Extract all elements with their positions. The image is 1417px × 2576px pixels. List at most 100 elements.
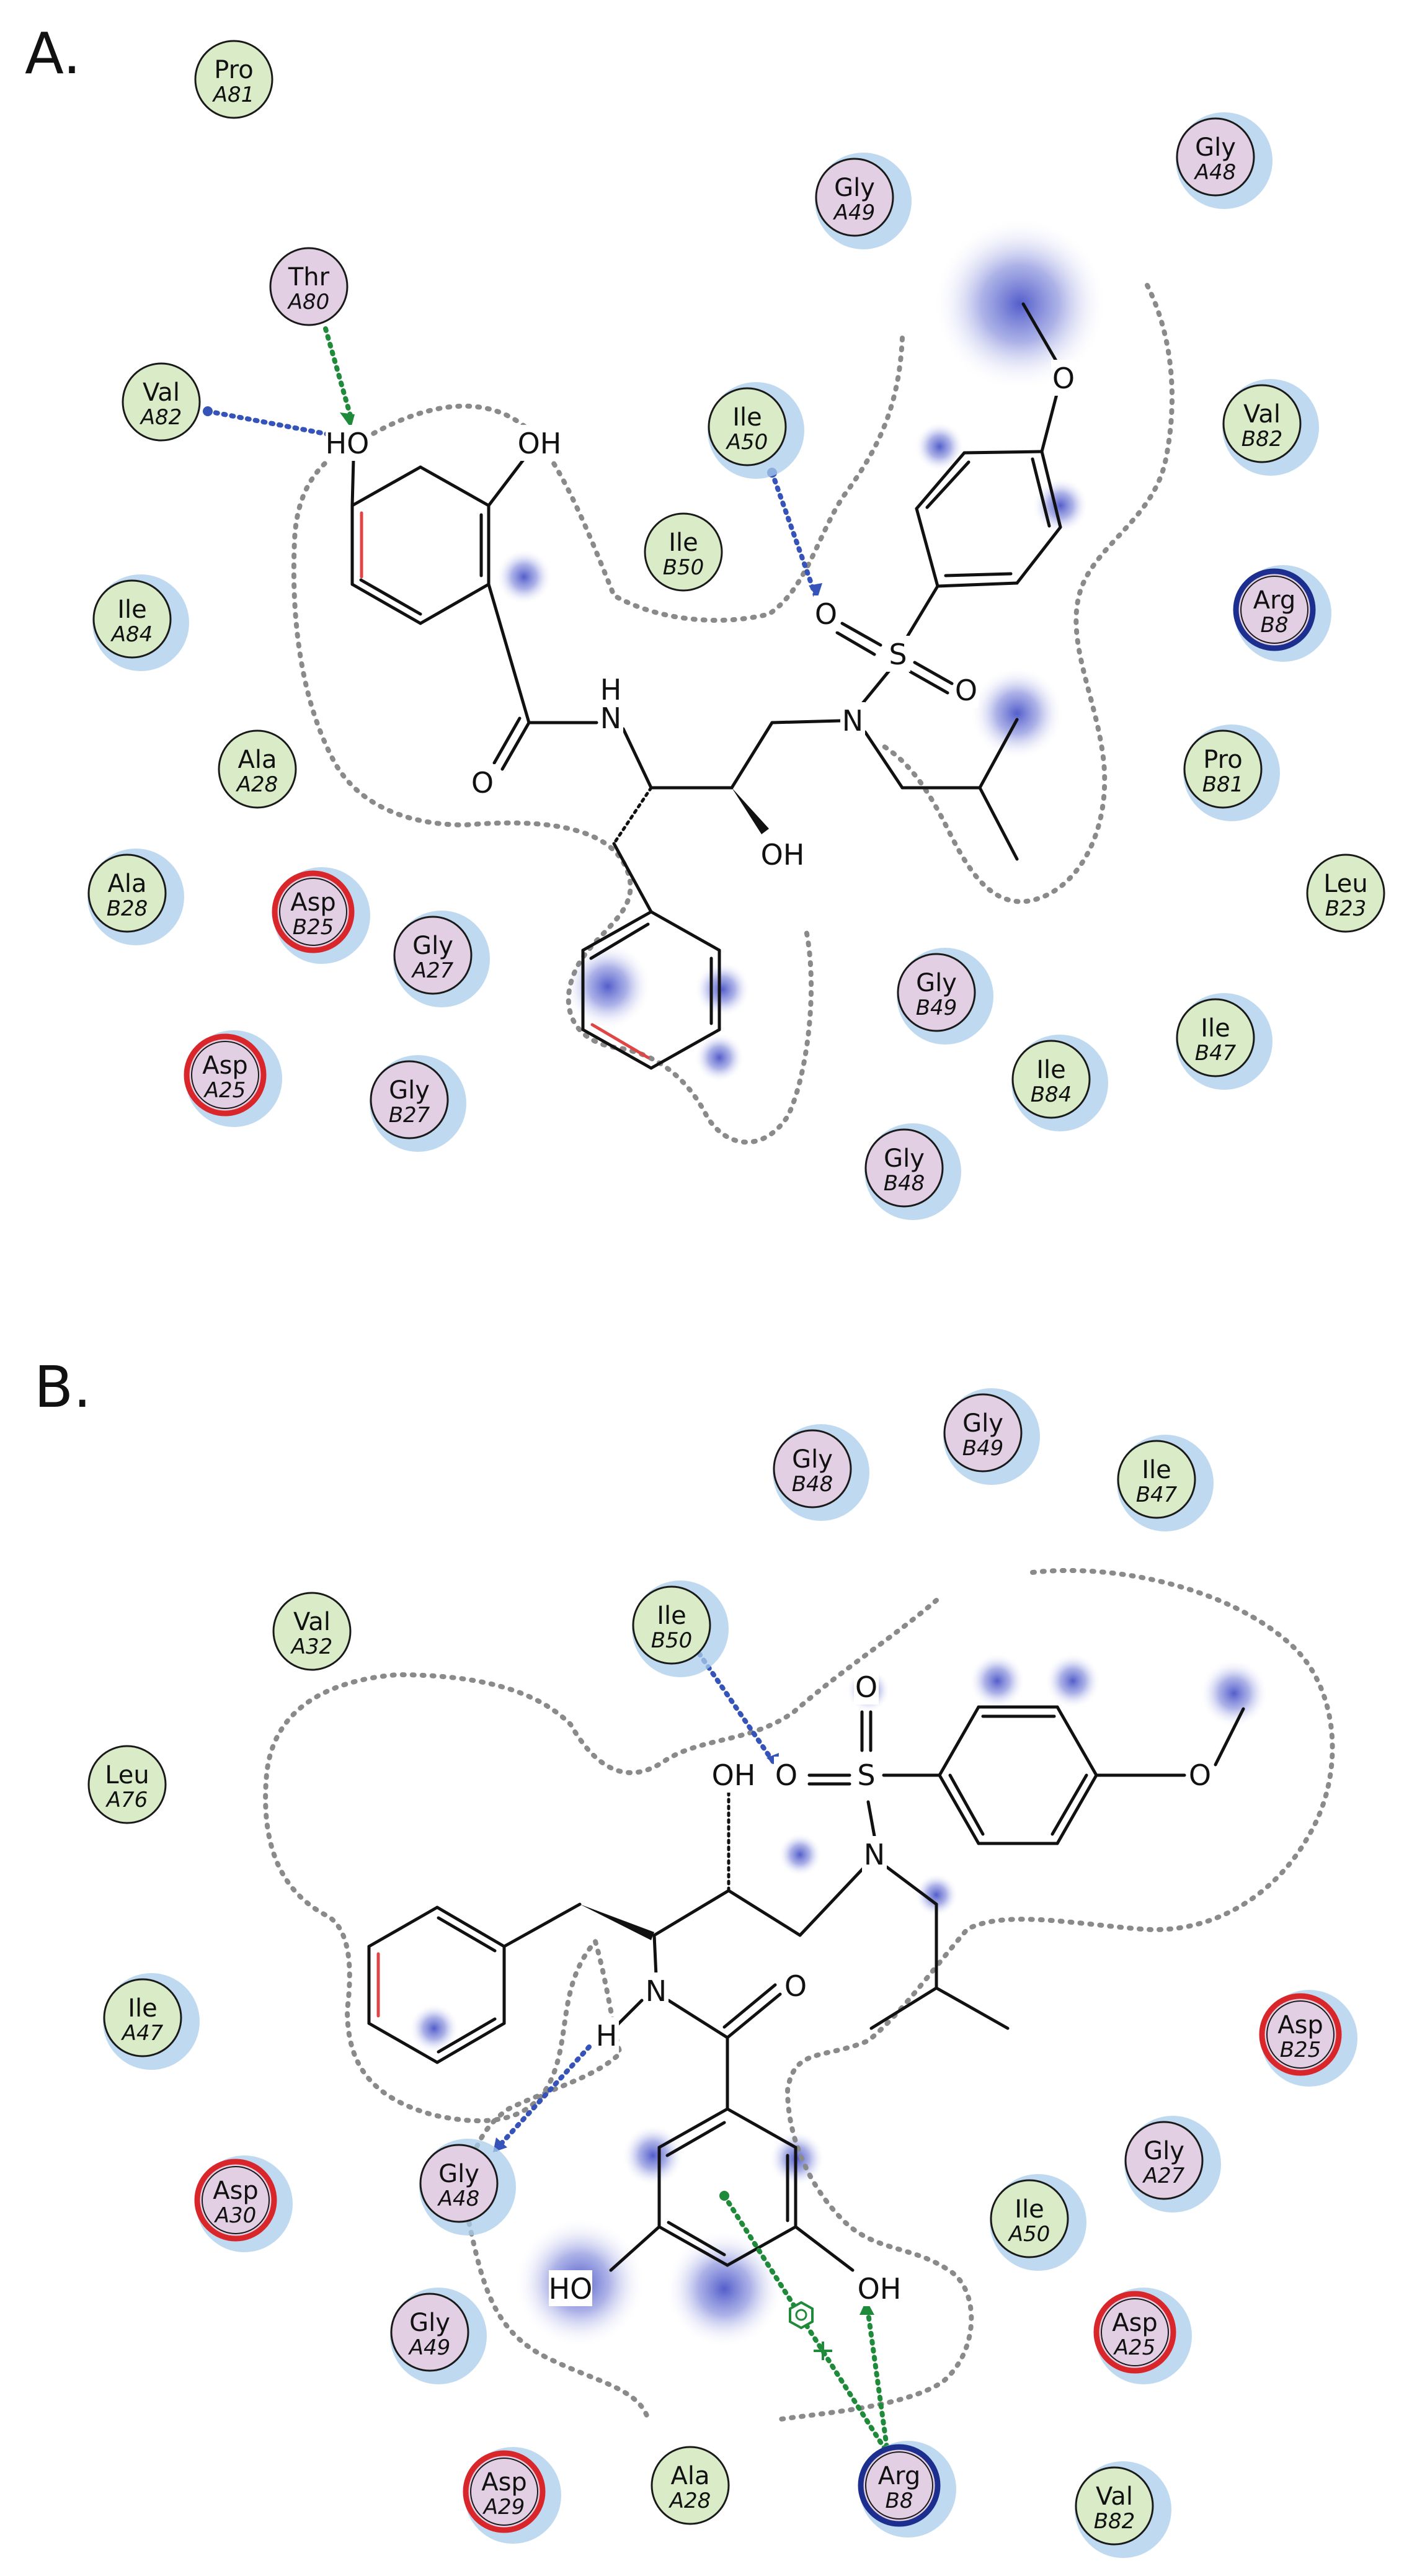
atom-label-bg <box>886 636 910 672</box>
atom-label: O <box>855 1670 877 1704</box>
residue-disc <box>194 40 273 119</box>
residue-name: Val <box>1243 400 1281 429</box>
residue-name: Gly <box>962 1409 1003 1438</box>
atom-label: O <box>775 1758 797 1792</box>
residue-disc <box>87 853 167 933</box>
residue-inner-ring <box>865 2451 933 2520</box>
residue-disc <box>1093 2291 1176 2374</box>
residue-disc <box>1183 729 1263 809</box>
residue-id: A27 <box>411 958 454 983</box>
solvent-blob <box>695 1033 744 1082</box>
residue-id: A25 <box>1113 2335 1156 2360</box>
residue-name: Ile <box>732 403 762 432</box>
solvent-blob <box>915 422 964 471</box>
residue-name: Asp <box>481 2468 527 2497</box>
residue-disc <box>644 512 723 592</box>
residue-disc <box>773 1429 852 1509</box>
residue-disc <box>463 2450 546 2533</box>
residue-id: A28 <box>236 772 278 797</box>
atom-label-bg <box>858 2270 901 2306</box>
residue-name: Val <box>143 378 180 407</box>
residue-id: A32 <box>290 1634 333 1659</box>
residue-name: Leu <box>105 1761 149 1789</box>
atom-label-bg <box>840 702 865 738</box>
residue-id: B27 <box>389 1103 430 1128</box>
atom-label-bg <box>954 672 979 708</box>
atom-label: N <box>842 704 863 738</box>
pi-cation-icon <box>789 2301 832 2360</box>
residue-id: A81 <box>212 82 255 107</box>
residue-inner-ring <box>202 2166 270 2234</box>
residue-id: B81 <box>1202 772 1244 797</box>
residue-disc <box>370 1060 449 1139</box>
atom-label-bg <box>644 1972 669 2008</box>
panel-b-solvent-exposure <box>409 1653 1268 2348</box>
panel-a-pocket-outline <box>291 283 1175 1145</box>
residue-id: A27 <box>1142 2164 1185 2188</box>
residue-inner-ring <box>1240 576 1308 644</box>
residue-name: Asp <box>213 2177 259 2205</box>
residue-id: B8 <box>1261 613 1289 638</box>
residue-name: Ile <box>1036 1056 1066 1084</box>
solvent-blob <box>564 943 651 1030</box>
residue-disc <box>122 362 201 442</box>
atom-label: N <box>646 1974 667 2008</box>
panel-a-interactions <box>203 326 822 599</box>
solvent-blob <box>971 667 1064 760</box>
residue-disc <box>194 2159 277 2242</box>
residue-id: B82 <box>1242 427 1283 452</box>
residue-id: B25 <box>293 915 334 940</box>
residue-id: B82 <box>1094 2509 1135 2534</box>
atom-label-bg <box>470 764 495 800</box>
residue-name: Ile <box>657 1602 686 1630</box>
residue-disc <box>990 2179 1069 2258</box>
atom-label: HO <box>549 2272 593 2306</box>
residue-name: Gly <box>409 2309 450 2337</box>
pi-cation-arg-b8 <box>722 2193 888 2453</box>
hbond-val-a82 <box>205 409 347 440</box>
residue-disc <box>390 2293 469 2372</box>
panel-a-label: A. <box>25 20 81 87</box>
solvent-blob <box>622 2124 684 2186</box>
atom-label: H <box>596 2019 618 2052</box>
residue-name: Ala <box>238 746 277 774</box>
residue-disc <box>1259 1993 1342 2076</box>
residue-name: Ile <box>669 528 698 557</box>
residue-disc <box>1176 998 1255 1077</box>
atom-label-bg <box>862 1836 887 1872</box>
residue-disc <box>103 1978 182 2057</box>
atom-label-bg <box>712 1757 755 1793</box>
residue-disc <box>1075 2466 1154 2546</box>
residue-disc <box>943 1393 1023 1473</box>
residue-disc <box>272 870 355 953</box>
residue-name: Val <box>1096 2482 1133 2511</box>
residue-name: Ile <box>128 1994 158 2023</box>
atom-label-bg <box>549 2270 592 2306</box>
atom-label-bg <box>594 2017 619 2053</box>
residue-id: B47 <box>1136 1482 1178 1507</box>
atom-label: O <box>1052 362 1075 395</box>
panel-b-label: B. <box>34 1354 91 1420</box>
residue-name: Asp <box>202 1051 248 1080</box>
residue-name: Pro <box>214 56 253 84</box>
residue-id: A80 <box>287 290 330 314</box>
residue-name: Asp <box>1277 2011 1323 2039</box>
residue-id: A28 <box>669 2489 711 2513</box>
residue-name: Gly <box>884 1144 925 1173</box>
